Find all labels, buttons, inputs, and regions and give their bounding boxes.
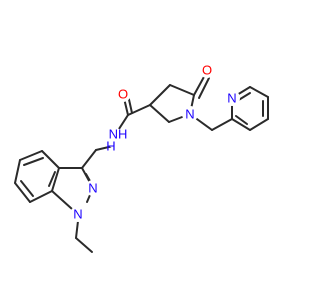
- bond: [198, 77, 210, 99]
- bond: [149, 84, 171, 106]
- bond: [149, 104, 170, 123]
- atom-label-o: O: [118, 87, 128, 102]
- bond: [249, 86, 269, 98]
- bond: [81, 149, 97, 169]
- bond: [75, 220, 79, 239]
- bond: [51, 167, 60, 192]
- bond: [48, 171, 56, 187]
- atom-background: [224, 90, 240, 106]
- atom-label-nh: NH: [109, 127, 128, 142]
- atom-label-n: N: [227, 91, 236, 106]
- oxygen-atom-amide: O: [115, 86, 131, 102]
- atom-label-o: O: [202, 63, 212, 78]
- bond: [231, 118, 251, 131]
- atom-label-h: H: [106, 139, 115, 154]
- atom-label-layer: O O NH H N N N: [70, 62, 240, 222]
- bond: [193, 74, 206, 96]
- atom-background: [182, 106, 198, 122]
- atom-background: [85, 180, 101, 196]
- bond: [23, 157, 44, 166]
- indazole-n1-atom: N: [70, 206, 86, 222]
- bond: [235, 115, 248, 125]
- bond: [29, 190, 53, 203]
- bond: [20, 180, 34, 197]
- molecule-canvas: O O NH H N N N: [14, 62, 269, 253]
- bond: [211, 118, 233, 131]
- bond: [75, 237, 93, 253]
- atom-background: [199, 62, 215, 78]
- bond: [169, 84, 195, 96]
- bond: [19, 150, 43, 161]
- bond: [51, 190, 73, 210]
- pyridine-nitrogen-atom: N: [224, 90, 240, 106]
- atom-label-n: N: [88, 181, 97, 196]
- lactam-nitrogen-atom: N: [182, 106, 198, 122]
- atom-label-n: N: [185, 107, 194, 122]
- atom-background: [115, 86, 131, 102]
- bond: [249, 118, 269, 131]
- atom-background: [70, 206, 86, 222]
- bond: [14, 182, 31, 203]
- oxygen-atom-lactam: O: [199, 62, 215, 78]
- molecule-structure: O O NH H N N N: [14, 62, 269, 253]
- atom-label-n: N: [73, 207, 82, 222]
- bond: [14, 159, 21, 184]
- indazole-n2-atom: N: [85, 180, 101, 196]
- amide-nh-atom: NH H: [105, 127, 127, 154]
- bond: [41, 150, 60, 169]
- atom-background: [105, 128, 125, 148]
